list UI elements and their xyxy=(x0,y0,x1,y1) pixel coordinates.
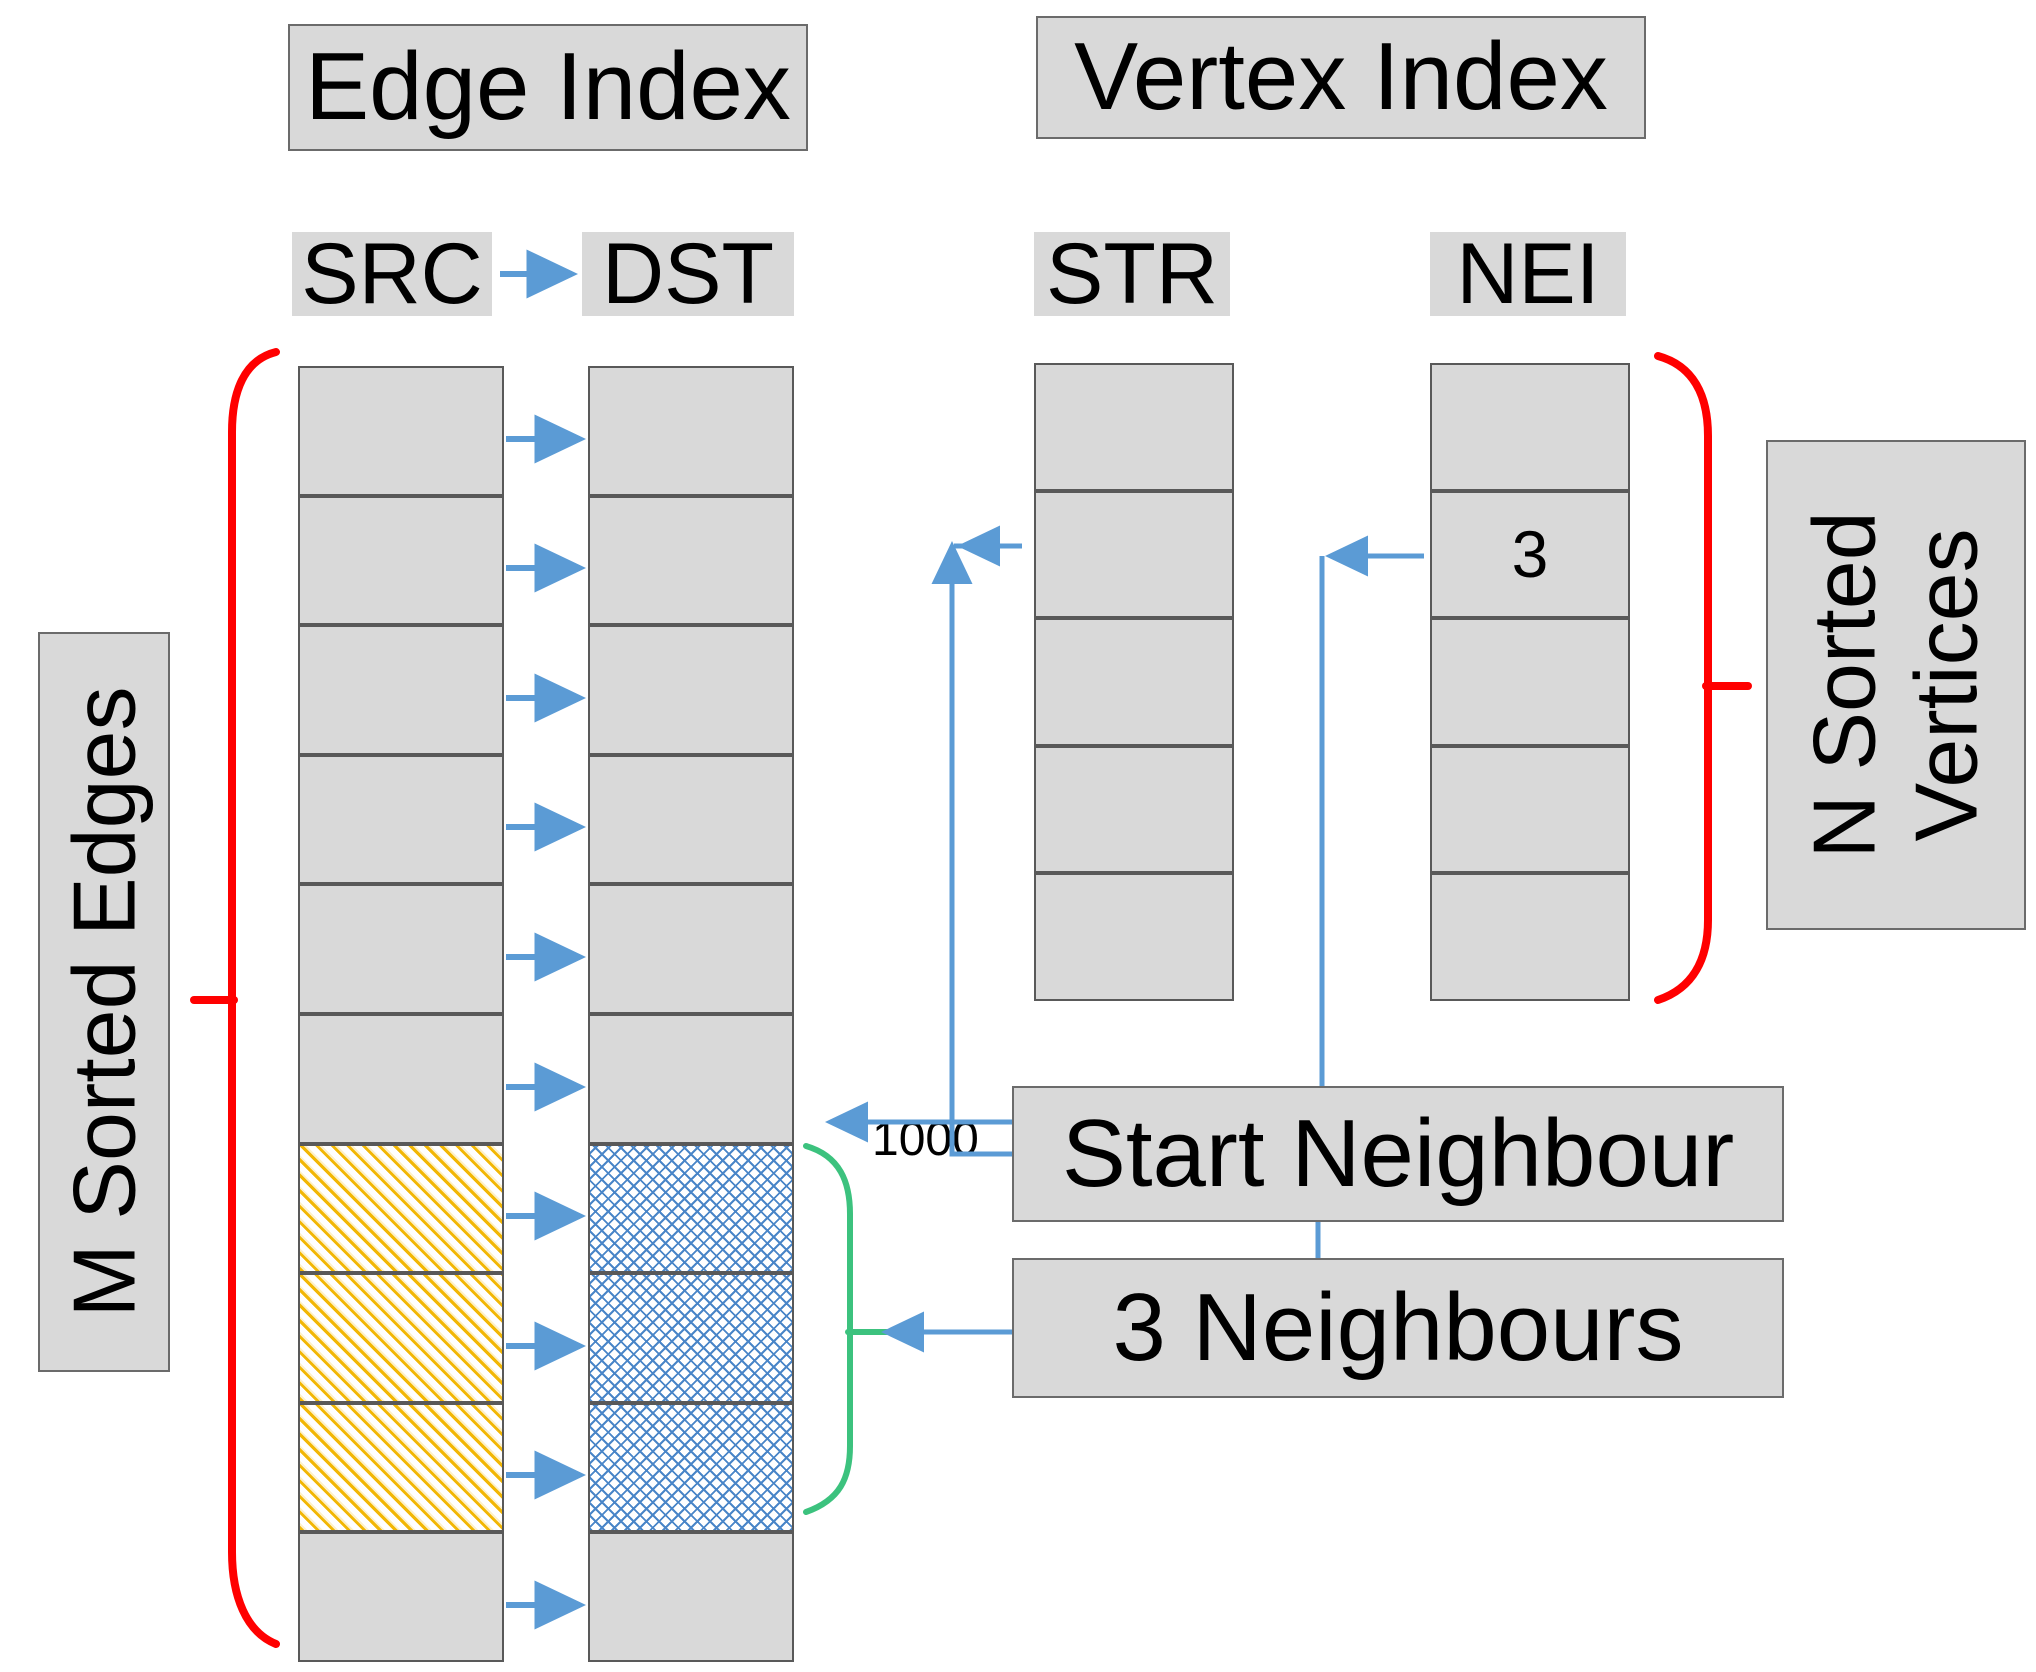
src-cell-7 xyxy=(298,1143,504,1274)
column-header-str-text: STR xyxy=(1046,225,1218,322)
str-cell-3 xyxy=(1034,618,1234,746)
neighbour-range-brace xyxy=(803,1143,901,1515)
src-cell-3 xyxy=(298,625,504,755)
dst-cell-6 xyxy=(588,1014,794,1144)
src-cell-8 xyxy=(298,1273,504,1403)
vertex-index-title-text: Vertex Index xyxy=(1074,23,1608,131)
src-dst-row-arrows xyxy=(506,414,587,1630)
three-neighbours-callout: 3 Neighbours xyxy=(1012,1258,1784,1398)
str-cell-1 xyxy=(1034,363,1234,491)
str-cell-4 xyxy=(1034,745,1234,873)
column-header-str: STR xyxy=(1034,226,1230,322)
dst-cell-3 xyxy=(588,625,794,755)
column-header-dst-text: DST xyxy=(602,225,774,322)
nei-cell-3 xyxy=(1430,618,1630,746)
edge-index-title-text: Edge Index xyxy=(305,33,791,141)
nei-cell-2: 3 xyxy=(1430,490,1630,618)
dst-cell-10 xyxy=(588,1532,794,1662)
nei-cell-1 xyxy=(1430,363,1630,491)
offset-value-label: 1000 xyxy=(872,1112,979,1167)
m-sorted-edges-bracket xyxy=(190,348,280,1648)
src-cell-6 xyxy=(298,1014,504,1144)
dst-cell-7 xyxy=(588,1143,794,1274)
n-sorted-vertices-text: N Sorted Vertices xyxy=(1794,511,1998,858)
str-cell-5 xyxy=(1034,873,1234,1001)
nei-cell-4 xyxy=(1430,745,1630,873)
dst-cell-8 xyxy=(588,1273,794,1403)
column-header-src-text: SRC xyxy=(301,225,483,322)
dst-cell-1 xyxy=(588,366,794,496)
dst-cell-4 xyxy=(588,754,794,885)
column-header-dst: DST xyxy=(582,226,794,322)
column-header-nei: NEI xyxy=(1430,226,1626,322)
dst-cell-5 xyxy=(588,884,794,1014)
n-sorted-vertices-bracket xyxy=(1654,352,1752,1004)
src-cell-2 xyxy=(298,495,504,626)
dst-cell-9 xyxy=(588,1402,794,1533)
m-sorted-edges-text: M Sorted Edges xyxy=(54,686,153,1318)
vertex-index-title: Vertex Index xyxy=(1036,16,1646,139)
start-neighbour-callout: Start Neighbour xyxy=(1012,1086,1784,1222)
three-neighbours-text: 3 Neighbours xyxy=(1112,1273,1684,1381)
column-header-nei-text: NEI xyxy=(1456,225,1600,322)
nei-cell-5 xyxy=(1430,873,1630,1001)
start-neighbour-to-str-arrow xyxy=(931,525,1022,1157)
m-sorted-edges-label: M Sorted Edges xyxy=(38,632,170,1372)
src-cell-10 xyxy=(298,1532,504,1662)
edge-index-title: Edge Index xyxy=(288,24,808,151)
str-cell-2 xyxy=(1034,490,1234,618)
dst-cell-2 xyxy=(588,495,794,626)
n-sorted-vertices-line1: N Sorted xyxy=(1795,511,1894,859)
n-sorted-vertices-line2: Vertices xyxy=(1897,528,1996,842)
nei-cell-2-value: 3 xyxy=(1511,517,1549,592)
n-sorted-vertices-label: N Sorted Vertices xyxy=(1766,440,2026,930)
start-neighbour-to-nei-arrow xyxy=(1319,535,1424,1086)
start-neighbour-text: Start Neighbour xyxy=(1061,1099,1735,1207)
src-cell-9 xyxy=(298,1402,504,1533)
offset-value-text: 1000 xyxy=(872,1113,979,1166)
src-cell-4 xyxy=(298,754,504,885)
src-cell-1 xyxy=(298,366,504,496)
column-header-src: SRC xyxy=(292,226,492,322)
src-cell-5 xyxy=(298,884,504,1014)
